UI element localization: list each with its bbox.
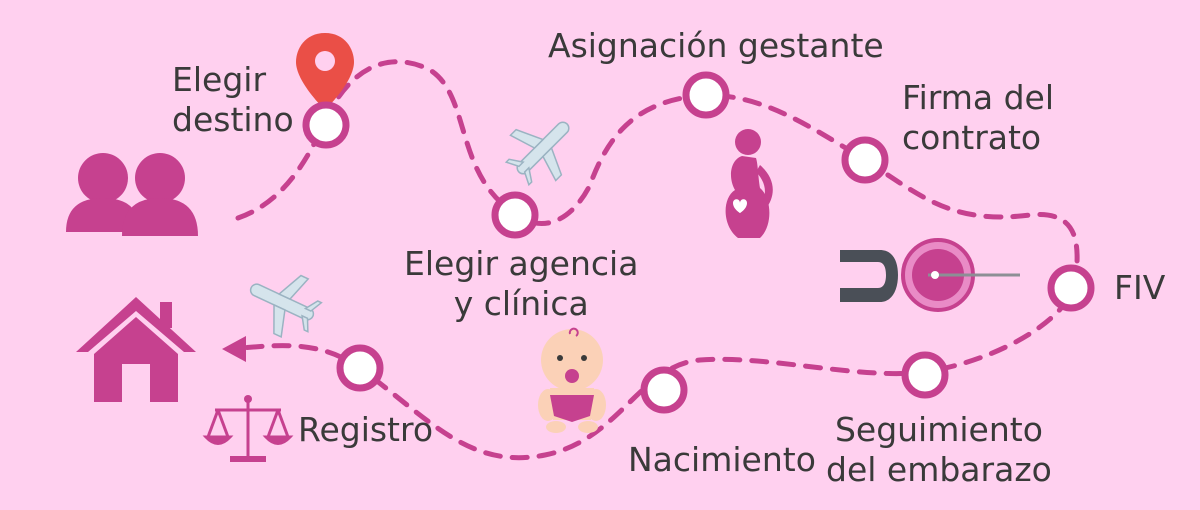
- arrow-head: [222, 336, 246, 362]
- node-registro: [336, 344, 384, 392]
- step-nodes: [302, 71, 1095, 414]
- label-nacimiento: Nacimiento: [628, 440, 816, 479]
- label-fiv: FIV: [1114, 268, 1166, 307]
- location-pin-icon: [296, 33, 354, 110]
- node-seguimiento: [901, 351, 949, 399]
- node-firma-contrato: [841, 136, 889, 184]
- journey-path: [235, 59, 1080, 461]
- node-asignacion-gestante: [682, 71, 730, 119]
- ivf-injection-icon: [840, 238, 1020, 312]
- baby-icon: [538, 327, 606, 433]
- label-seguimiento: Seguimiento del embarazo: [826, 410, 1052, 489]
- node-elegir-destino: [302, 101, 350, 149]
- node-fiv: [1047, 264, 1095, 312]
- node-elegir-agencia: [491, 191, 539, 239]
- pregnant-woman-icon: [725, 129, 773, 238]
- airplane-icon-return: [249, 274, 323, 339]
- scales-icon: [202, 395, 294, 462]
- label-elegir-agencia: Elegir agencia y clínica: [404, 244, 639, 323]
- airplane-icon: [504, 121, 570, 187]
- home-icon: [76, 297, 196, 402]
- label-asignacion-gestante: Asignación gestante: [548, 26, 884, 65]
- node-nacimiento: [640, 366, 688, 414]
- intended-parents-icon: [66, 153, 198, 236]
- label-registro: Registro: [298, 410, 434, 449]
- label-elegir-destino: Elegir destino: [172, 60, 294, 139]
- label-firma-contrato: Firma del contrato: [902, 78, 1055, 157]
